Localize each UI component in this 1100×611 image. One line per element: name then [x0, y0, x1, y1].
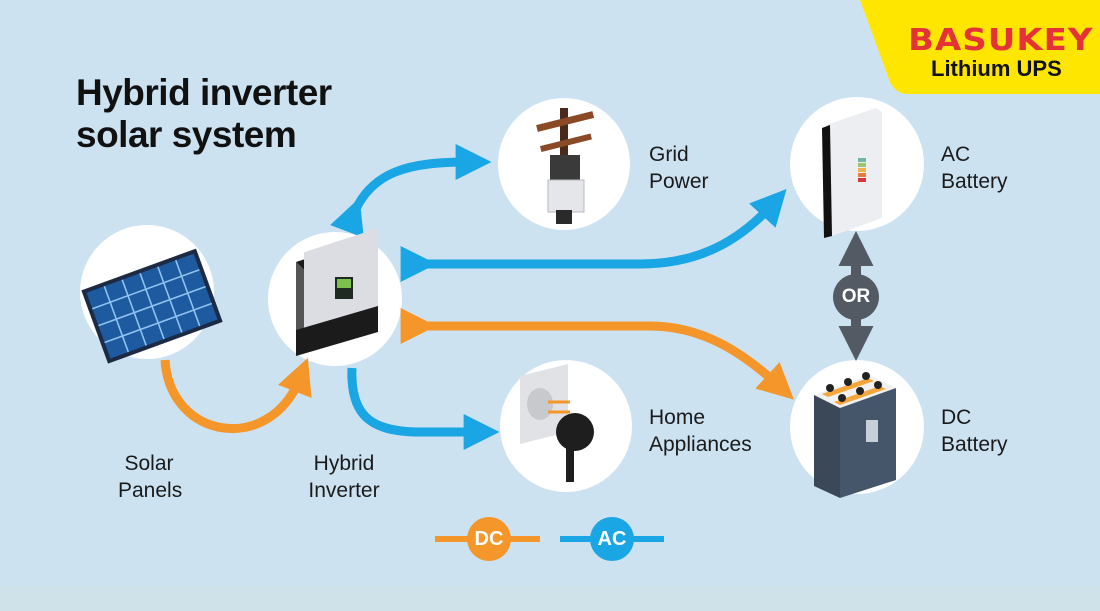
flow-inverter-ac-battery — [400, 189, 787, 282]
brand-subtitle: Lithium UPS — [931, 56, 1062, 81]
brand-badge — [860, 0, 1100, 94]
flow-inverter-home — [347, 367, 500, 450]
label-solar-panels: Solar Panels — [118, 450, 183, 504]
label-ac-battery: AC Battery — [941, 141, 1008, 195]
or-badge-label: OR — [841, 286, 871, 307]
or-badge-bg — [833, 274, 879, 320]
label-line: Battery — [941, 170, 1008, 193]
legend-ac-chip: AC — [590, 517, 634, 561]
label-line: Appliances — [649, 433, 752, 456]
label-line: Grid — [649, 143, 689, 166]
plug-socket-icon — [520, 364, 594, 482]
brand-logo: BASUKEY — [908, 22, 1094, 59]
title-line-1: Hybrid inverter — [76, 72, 332, 113]
legend-dc-chip: DC — [467, 517, 511, 561]
label-line: DC — [941, 406, 972, 429]
label-home-appliances: Home Appliances — [649, 404, 752, 458]
utility-pole-icon — [536, 108, 595, 224]
label-line: Home — [649, 406, 706, 429]
label-line: Power — [649, 170, 709, 193]
wall-battery-icon — [822, 108, 882, 238]
inverter-icon — [296, 228, 378, 356]
flow-inverter-dc-battery — [400, 308, 794, 400]
lead-acid-battery-icon — [814, 372, 896, 498]
label-line: Hybrid — [313, 452, 375, 475]
label-grid-power: Grid Power — [649, 141, 709, 195]
flow-inverter-grid — [330, 144, 492, 238]
label-hybrid-inverter: Hybrid Inverter — [302, 450, 386, 504]
label-line: Inverter — [308, 479, 380, 502]
flow-solar-to-inverter — [160, 357, 312, 433]
label-line: Solar — [124, 452, 174, 475]
label-line: AC — [941, 143, 971, 166]
bottom-band — [0, 586, 1100, 611]
diagram-title: Hybrid inverter solar system — [76, 72, 332, 156]
title-line-2: solar system — [76, 114, 297, 155]
solar-panel-icon — [81, 248, 223, 364]
label-line: Battery — [941, 433, 1008, 456]
label-dc-battery: DC Battery — [941, 404, 1008, 458]
label-line: Panels — [118, 479, 183, 502]
